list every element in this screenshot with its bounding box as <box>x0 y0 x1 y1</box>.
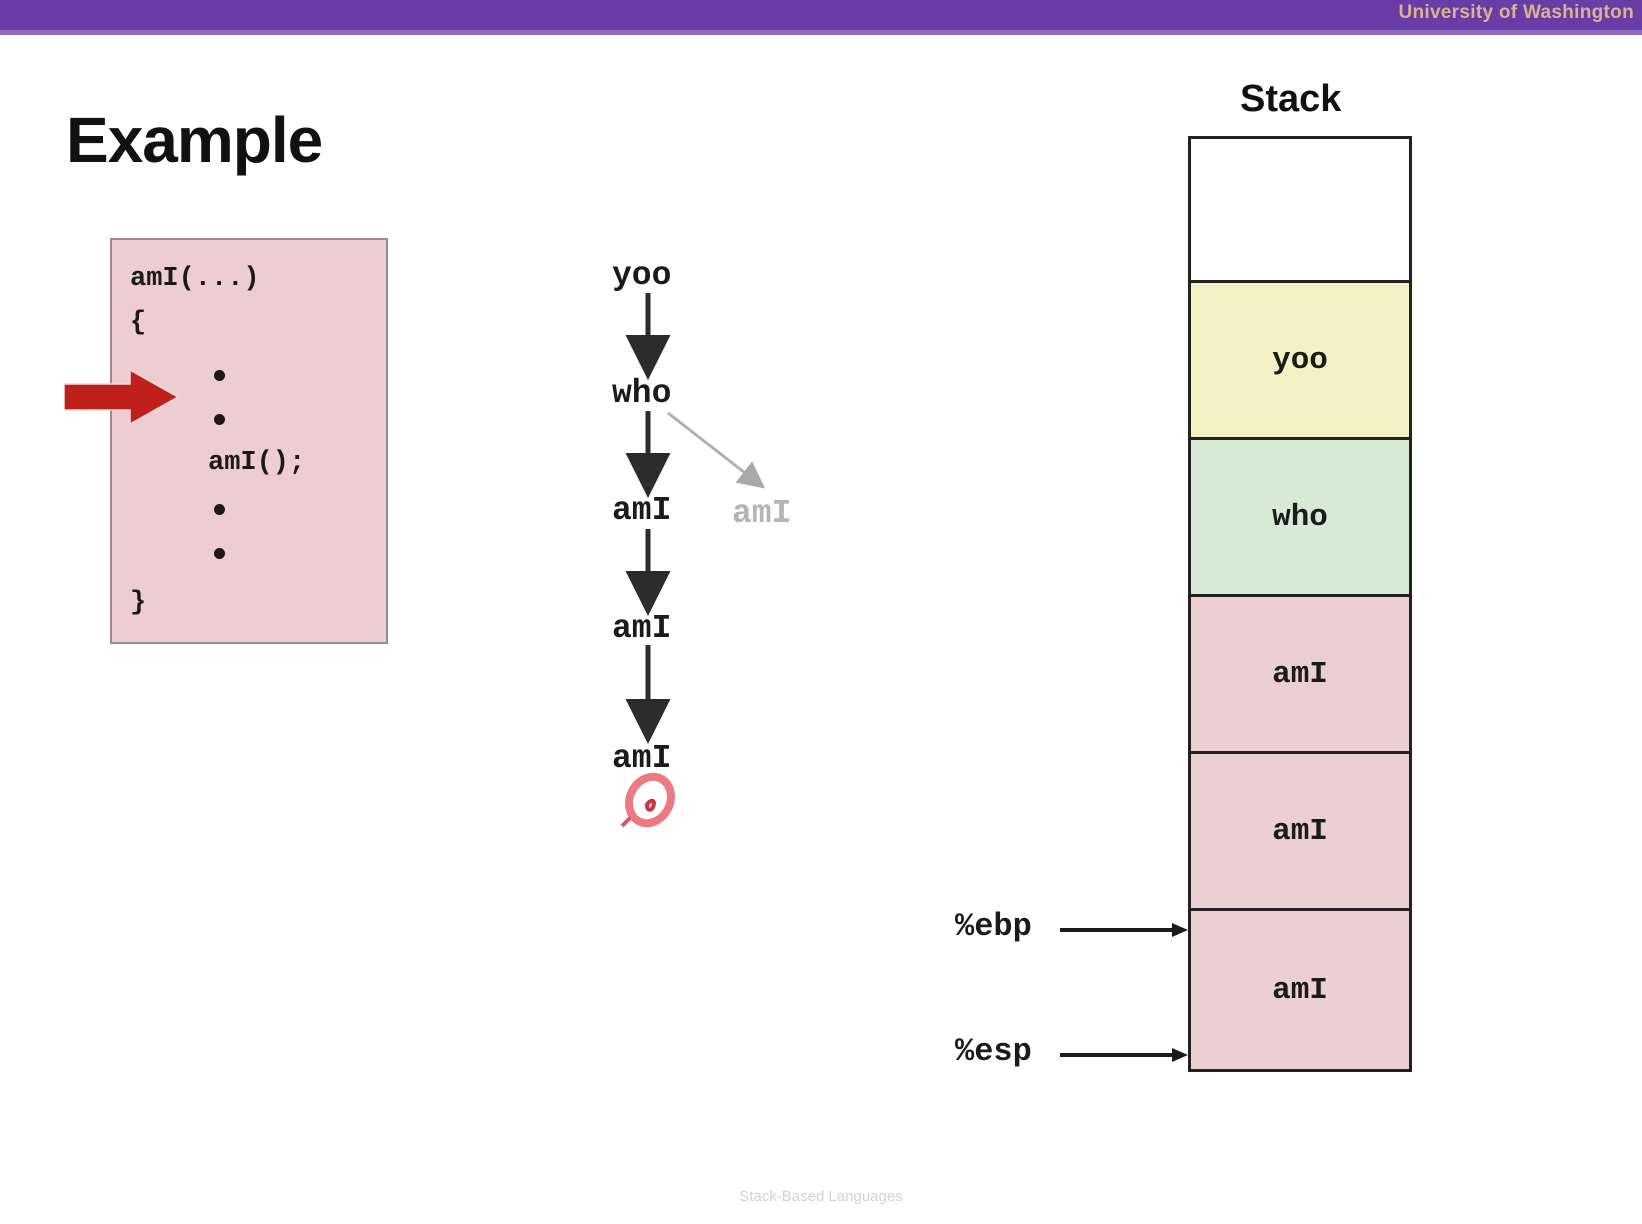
call-tree-node-yoo: yoo <box>612 257 672 294</box>
header-band <box>0 0 1642 30</box>
call-tree: yoo who amI amI amI amI <box>560 245 890 845</box>
header-band-shadow <box>0 30 1642 35</box>
code-bullet <box>214 504 225 515</box>
stack-frame-list: yoo who amI amI amI <box>1188 136 1412 1072</box>
stack-cell-empty <box>1191 139 1409 283</box>
stack-cell-who: who <box>1191 440 1409 597</box>
call-tree-node-ami-3: amI <box>612 740 672 777</box>
stack-cell-ami-1: amI <box>1191 597 1409 754</box>
university-label: University of Washington <box>1398 2 1634 23</box>
stack-cell-ami-2: amI <box>1191 754 1409 911</box>
code-bullet <box>214 370 225 381</box>
call-tree-node-who: who <box>612 375 672 412</box>
call-tree-node-ami-1: amI <box>612 492 672 529</box>
stack-title: Stack <box>1240 78 1342 120</box>
code-line-close-brace: } <box>130 588 147 618</box>
register-label-ebp: %ebp <box>955 908 1032 945</box>
call-tree-node-ami-faded: amI <box>732 495 792 532</box>
current-line-arrow-icon <box>64 368 180 426</box>
red-ink-annotation-icon <box>620 772 675 828</box>
call-tree-node-ami-2: amI <box>612 610 672 647</box>
register-arrow-ebp-icon <box>1060 923 1188 937</box>
code-line-recursive-call: amI(); <box>208 448 306 478</box>
code-bullet <box>214 548 225 559</box>
footer-note: Stack-Based Languages <box>739 1188 903 1205</box>
code-bullet <box>214 414 225 425</box>
code-line-signature: amI(...) <box>130 264 260 294</box>
register-arrow-esp-icon <box>1060 1048 1188 1062</box>
register-label-esp: %esp <box>955 1033 1032 1070</box>
page-title: Example <box>66 104 323 176</box>
stack-cell-yoo: yoo <box>1191 283 1409 440</box>
code-line-open-brace: { <box>130 308 147 338</box>
code-sample-box: amI(...) { amI(); } <box>110 238 388 644</box>
stack-cell-ami-3: amI <box>1191 911 1409 1069</box>
